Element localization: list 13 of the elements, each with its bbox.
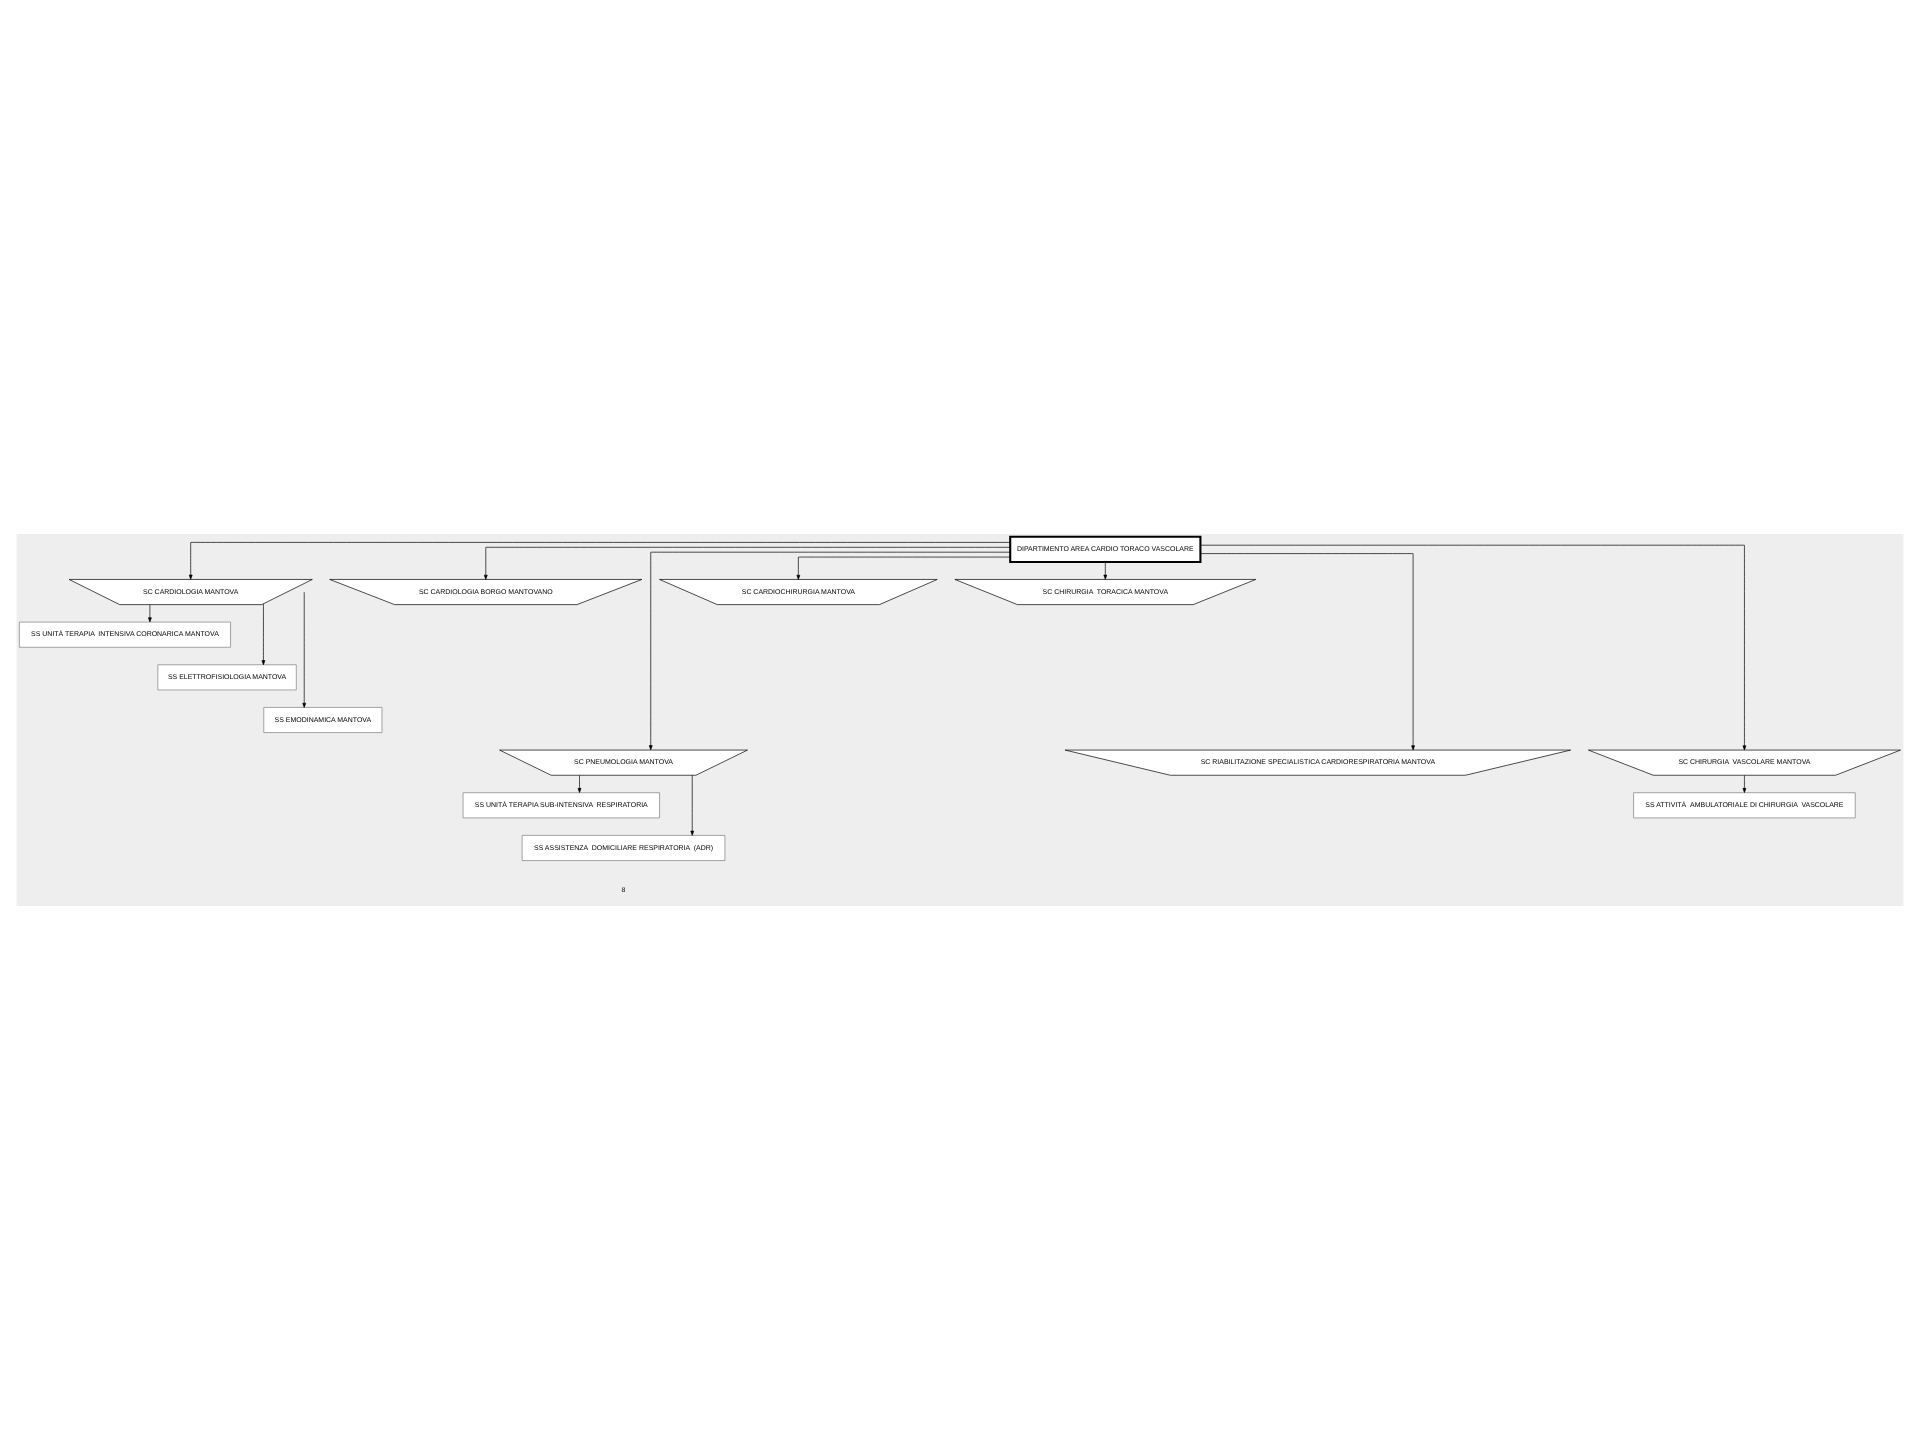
arrow <box>1200 544 1747 751</box>
arrow <box>483 546 1011 580</box>
arrow <box>148 604 152 623</box>
arrow <box>302 591 307 708</box>
arrow <box>796 556 1011 580</box>
arrow <box>577 775 582 793</box>
arrow <box>648 551 1011 751</box>
arrow <box>690 774 695 836</box>
arrow <box>1103 561 1108 580</box>
arrow <box>188 542 1011 580</box>
arrow <box>1742 775 1747 793</box>
arrow <box>261 603 266 666</box>
arrow <box>1200 553 1415 751</box>
